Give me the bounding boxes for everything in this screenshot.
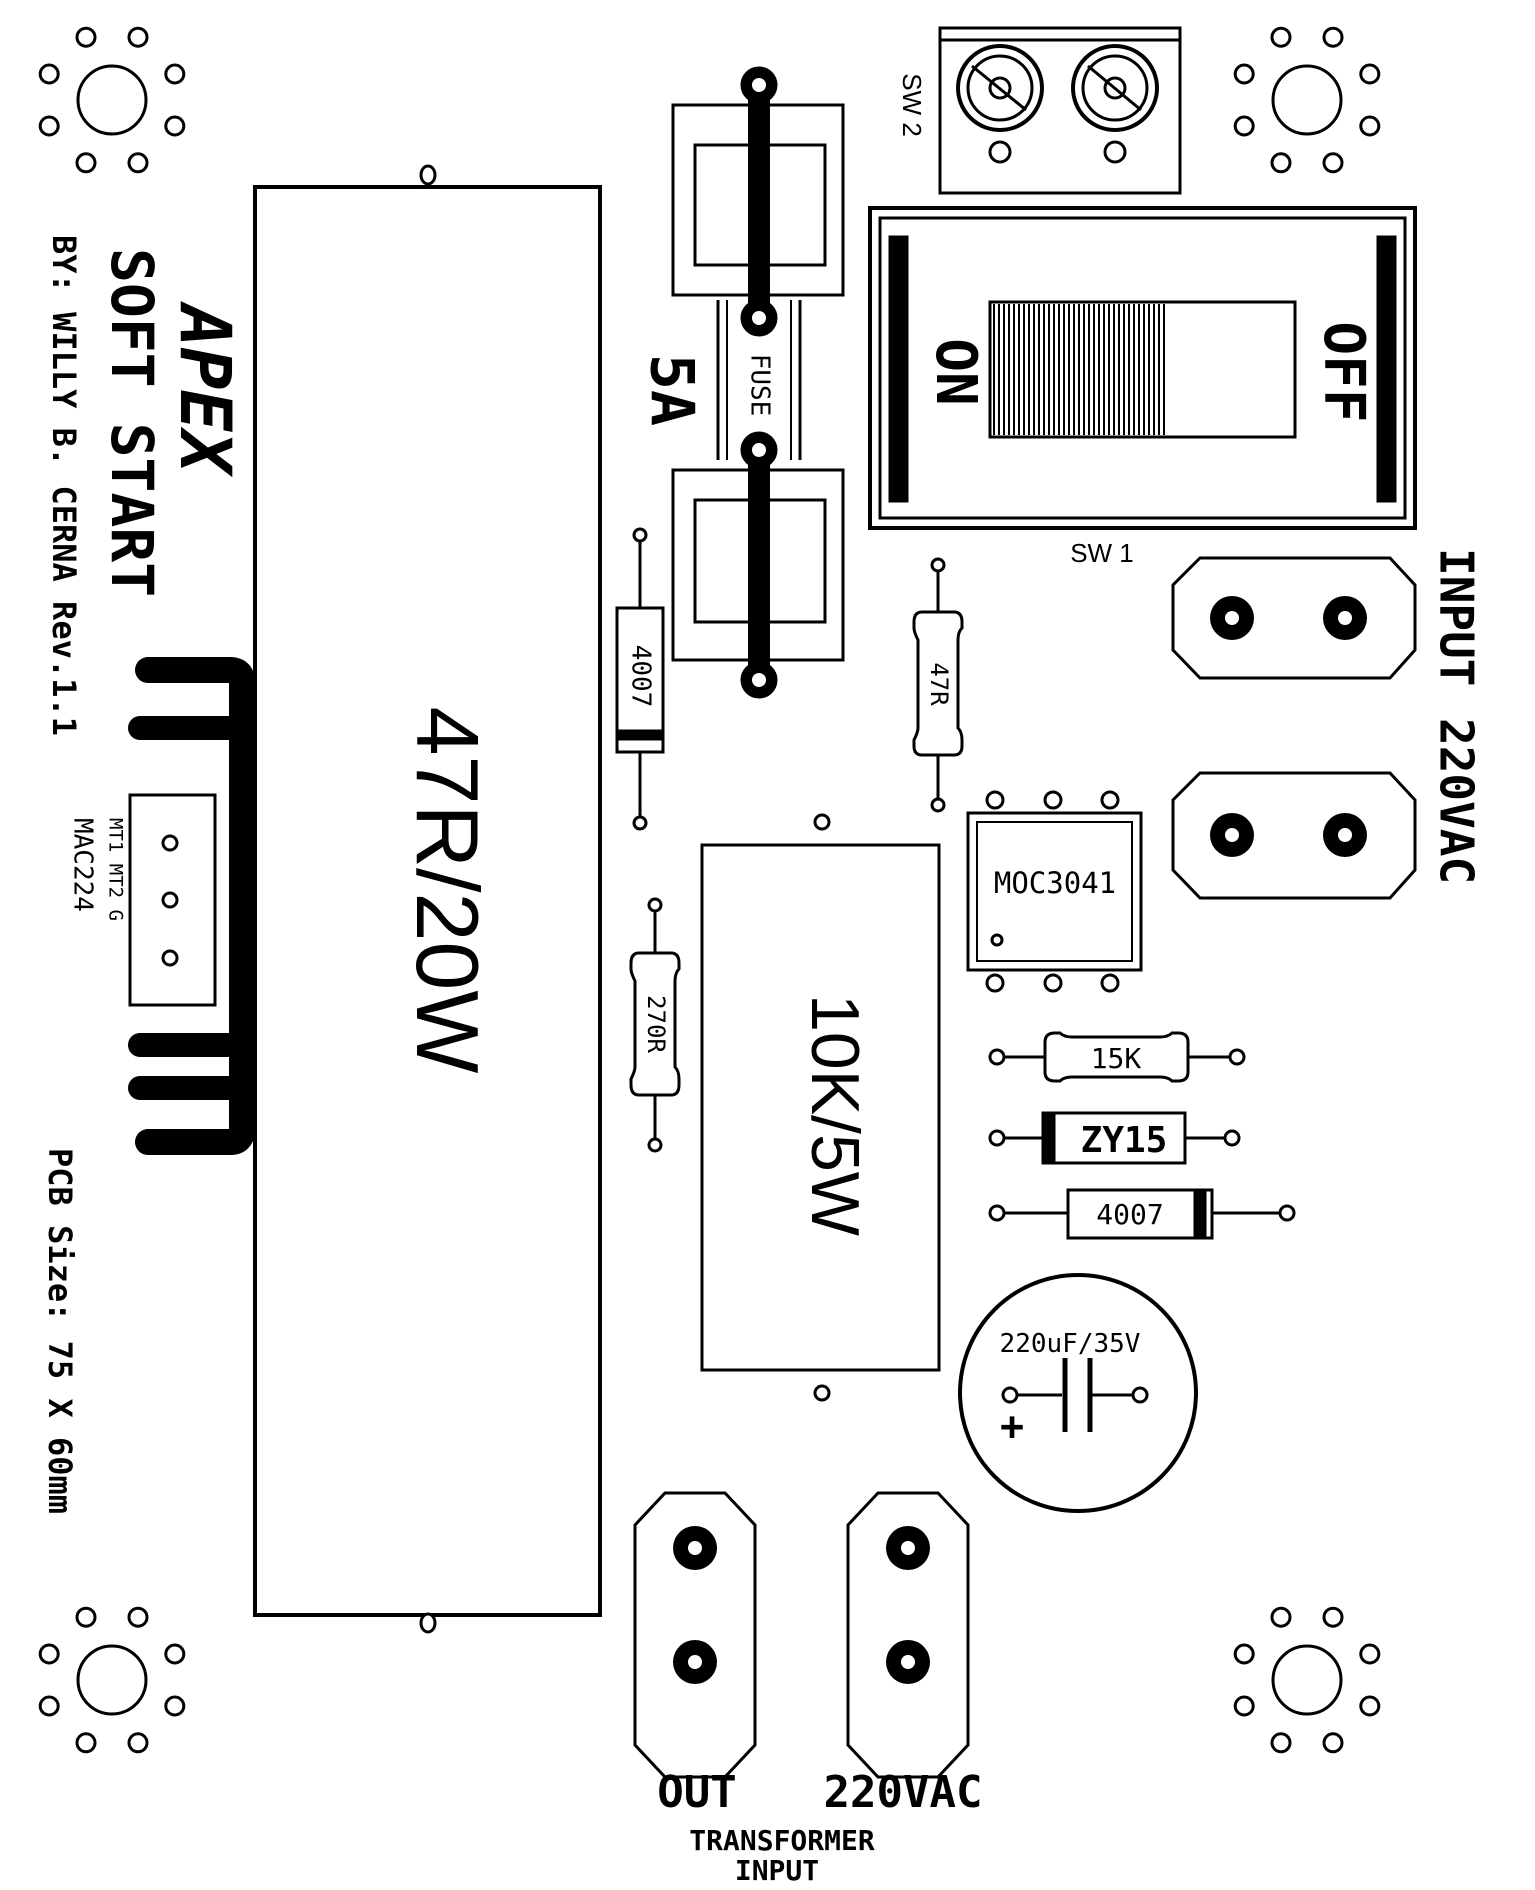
mount-hole-pad <box>75 152 97 174</box>
diode-vertical-label: 4007 <box>626 645 656 708</box>
input-label: INPUT <box>1430 548 1484 686</box>
mount-hole-pad <box>1270 152 1292 174</box>
sw2-label: SW 2 <box>897 73 927 137</box>
mount-hole-pad <box>1233 1643 1255 1665</box>
diode-4007-vertical: 4007 <box>615 527 665 831</box>
resistor-47r-label: 47R <box>925 662 953 706</box>
resistor-270r: 270R <box>629 897 681 1153</box>
mid-resistor-label: 10K/5W <box>797 994 873 1236</box>
resistor-47r: 47R <box>912 557 964 813</box>
diode-4007-horizontal: 4007 <box>988 1188 1296 1240</box>
switch-sw2 <box>938 26 1182 195</box>
opto-label: MOC3041 <box>994 866 1116 900</box>
transformer-label-line1: TRANSFORMER <box>689 1824 875 1857</box>
mount-hole-pad <box>164 1643 186 1665</box>
sw1-label: SW 1 <box>1070 538 1134 568</box>
resistor-15k-label: 15K <box>1091 1042 1142 1075</box>
mount-hole-center <box>76 1644 148 1716</box>
input-connectors <box>1171 556 1417 900</box>
mount-hole-pad <box>1322 26 1344 48</box>
capacitor-220uf: 220uF/35V + <box>958 1273 1198 1513</box>
zener-zy15: ZY15 <box>988 1111 1241 1165</box>
mount-hole-pad <box>1270 1606 1292 1628</box>
triac-pin-labels: MT1 MT2 G <box>105 818 127 921</box>
mount-hole-pad <box>75 1732 97 1754</box>
mount-hole-pad <box>38 115 60 137</box>
mount-hole-pad <box>38 63 60 85</box>
mount-hole-pad <box>1359 115 1381 137</box>
out-label: OUT <box>657 1767 736 1818</box>
triac-name: MAC224 <box>68 818 98 912</box>
mount-hole-pad <box>1233 115 1255 137</box>
mount-hole-pad <box>1322 1732 1344 1754</box>
mount-hole-pad <box>75 1606 97 1628</box>
transformer-label-line2: INPUT <box>735 1854 819 1887</box>
diode-horizontal-label: 4007 <box>1096 1198 1163 1231</box>
capacitor-polarity: + <box>1000 1404 1024 1450</box>
big-resistor-label: 47R/20W <box>398 707 497 1074</box>
mount-hole-pad <box>127 1732 149 1754</box>
capacitor-label: 220uF/35V <box>1000 1329 1141 1359</box>
pcb-size-label: PCB Size: 75 X 60mm <box>41 1148 79 1514</box>
mount-hole-pad <box>1322 1606 1344 1628</box>
mount-hole-pad <box>164 63 186 85</box>
mount-hole-pad <box>164 115 186 137</box>
mount-hole-pad <box>38 1643 60 1665</box>
triac-heatsink: MT1 MT2 G MAC224 <box>68 657 255 1155</box>
mount-hole-pad <box>127 26 149 48</box>
transformer-connectors <box>633 1491 970 1779</box>
mount-hole-pad <box>38 1695 60 1717</box>
title-block: APEX SOFT START BY: WILLY B. CERNA Rev.1… <box>41 235 246 1514</box>
mount-hole-pad <box>1270 1732 1292 1754</box>
resistor-270r-label: 270R <box>642 995 670 1053</box>
brand-logo: APEX <box>164 301 246 477</box>
mounting-holes <box>38 26 1381 1754</box>
fuse-rating: 5A <box>636 354 706 426</box>
mount-hole-pad <box>1359 1695 1381 1717</box>
author-line: BY: WILLY B. CERNA Rev.1.1 <box>45 235 83 736</box>
big-resistor-47r-20w: 47R/20W <box>253 164 602 1634</box>
resistor-15k: 15K <box>988 1031 1246 1083</box>
sw1-on-label: ON <box>923 338 988 405</box>
sw1-off-label: OFF <box>1311 321 1376 422</box>
mount-hole-center <box>76 64 148 136</box>
mount-hole-pad <box>75 26 97 48</box>
mount-hole-pad <box>1233 63 1255 85</box>
mount-hole-pad <box>1322 152 1344 174</box>
board-name: SOFT START <box>98 248 166 597</box>
opto-moc3041: MOC3041 <box>966 790 1143 993</box>
mount-hole-pad <box>1233 1695 1255 1717</box>
mount-hole-pad <box>1270 26 1292 48</box>
mount-hole-center <box>1271 64 1343 136</box>
fuse-label: FUSE <box>745 354 775 417</box>
mount-hole-pad <box>1359 63 1381 85</box>
out-voltage-label: 220VAC <box>824 1767 983 1818</box>
mount-hole-pad <box>127 1606 149 1628</box>
fuse-holder: FUSE <box>671 66 845 699</box>
zener-label: ZY15 <box>1081 1120 1168 1161</box>
mount-hole-pad <box>1359 1643 1381 1665</box>
mount-hole-pad <box>127 152 149 174</box>
mount-hole-center <box>1271 1644 1343 1716</box>
mount-hole-pad <box>164 1695 186 1717</box>
switch-sw1: ON OFF <box>868 206 1417 530</box>
input-voltage-label: 220VAC <box>1430 718 1484 884</box>
resistor-10k-5w: 10K/5W <box>700 813 941 1402</box>
